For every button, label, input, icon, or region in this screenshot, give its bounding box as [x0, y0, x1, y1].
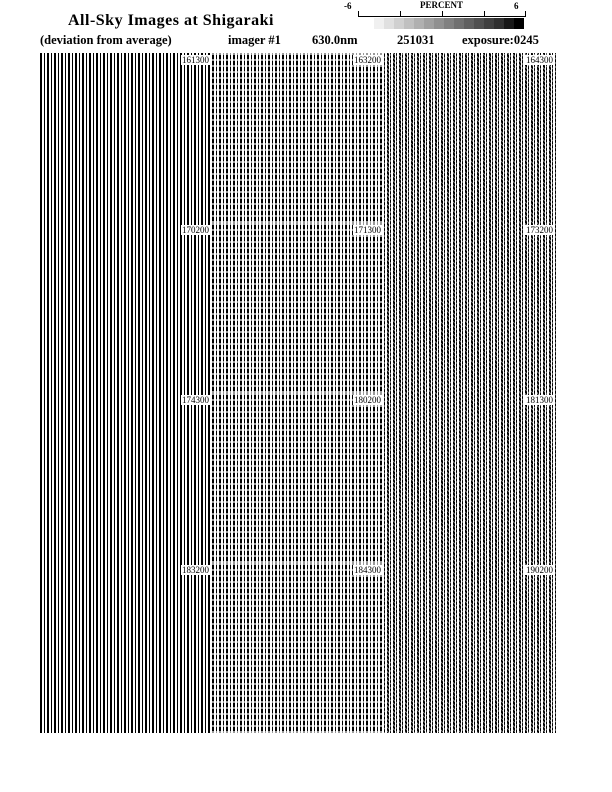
colorbar-min: -6	[344, 1, 352, 11]
figure-title: All-Sky Images at Shigaraki	[68, 12, 274, 29]
panel-time-label: 164300	[525, 55, 554, 65]
colorbar-swatch	[374, 18, 384, 29]
sky-image-panel: 181300	[384, 393, 556, 563]
colorbar-tick	[442, 11, 443, 17]
sky-image-panel: 164300	[384, 53, 556, 223]
colorbar-swatch	[434, 18, 444, 29]
sky-image-panel: 180200	[212, 393, 384, 563]
colorbar-swatch	[394, 18, 404, 29]
sky-image-panel: 161300	[40, 53, 212, 223]
colorbar-swatch	[424, 18, 434, 29]
colorbar-swatch	[404, 18, 414, 29]
sky-image-panel: 173200	[384, 223, 556, 393]
colorbar-tick	[484, 11, 485, 17]
colorbar-tick	[525, 11, 526, 17]
exposure-label: exposure:0245	[462, 33, 539, 47]
colorbar-label: PERCENT	[420, 0, 464, 10]
sky-image-panel: 163200	[212, 53, 384, 223]
colorbar-swatch	[414, 18, 424, 29]
panel-time-label: 173200	[525, 225, 554, 235]
colorbar-max: 6	[514, 1, 519, 11]
colorbar-swatch	[454, 18, 464, 29]
subtitle: (deviation from average)	[40, 33, 172, 47]
colorbar-swatches	[374, 18, 524, 29]
date-label: 251031	[397, 33, 435, 47]
sky-image-panel: 183200	[40, 563, 212, 733]
sky-image-panel: 174300	[40, 393, 212, 563]
colorbar-swatch	[494, 18, 504, 29]
panel-time-label: 190200	[525, 565, 554, 575]
panel-time-label: 181300	[525, 395, 554, 405]
colorbar-swatch	[484, 18, 494, 29]
panel-time-label: 180200	[353, 395, 382, 405]
image-grid: 161300 163200 164300 170200 171300 173200 1743…	[40, 53, 556, 733]
panel-time-label: 163200	[353, 55, 382, 65]
colorbar-tick	[358, 11, 359, 17]
panel-time-label: 171300	[353, 225, 382, 235]
colorbar-swatch	[464, 18, 474, 29]
colorbar-swatch	[384, 18, 394, 29]
colorbar-swatch	[444, 18, 454, 29]
colorbar-swatch	[474, 18, 484, 29]
panel-time-label: 161300	[181, 55, 210, 65]
colorbar-swatch	[514, 18, 524, 29]
colorbar: -6 PERCENT 6	[344, 0, 528, 29]
sky-image-panel: 184300	[212, 563, 384, 733]
sky-image-panel: 190200	[384, 563, 556, 733]
colorbar-tick	[400, 11, 401, 17]
wavelength-label: 630.0nm	[312, 33, 358, 47]
panel-time-label: 174300	[181, 395, 210, 405]
sky-image-panel: 170200	[40, 223, 212, 393]
panel-time-label: 183200	[181, 565, 210, 575]
sky-image-panel: 171300	[212, 223, 384, 393]
imager-label: imager #1	[228, 33, 281, 47]
panel-time-label: 170200	[181, 225, 210, 235]
panel-time-label: 184300	[353, 565, 382, 575]
colorbar-swatch	[504, 18, 514, 29]
